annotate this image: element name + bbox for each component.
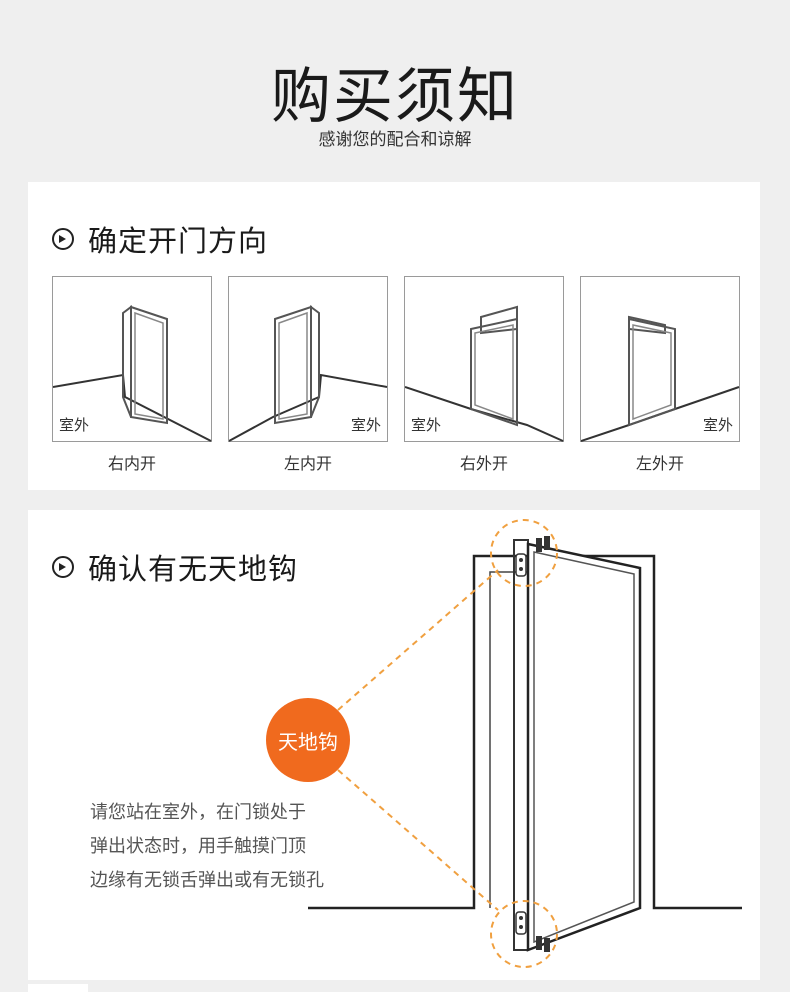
door-hook-illustration [308,519,742,968]
door-diagram-right-outward: 室外 [404,276,564,442]
door-caption: 左外开 [635,454,684,473]
door-drawing [581,315,740,442]
door-diagram-left-inward: 室外 [228,276,388,442]
arrow-circle-icon [52,228,74,250]
next-card-edge [28,984,88,992]
note-line: 弹出状态时，用手触摸门顶 [90,836,306,857]
door-diagram-left-outward: 室外 [580,276,740,442]
door-drawing [405,305,564,442]
page-subtitle: 感谢您的配合和谅解 [318,130,472,150]
door-direction-card: 确定开门方向 室外 右内开 室外 左内开 室外 右外开 [28,182,760,490]
door-caption: 右内开 [107,454,156,473]
section-title-direction: 确定开门方向 [88,224,269,258]
outside-label: 室外 [350,416,381,434]
outside-label: 室外 [702,416,733,434]
section-heading-direction: 确定开门方向 [52,218,268,260]
floor-hook-card: 确认有无天地钩 天地钩 请您站在室外，在门锁处于 弹出状态时，用手触摸门顶 边缘… [28,510,760,980]
door-caption: 右外开 [459,454,508,473]
hook-check-instructions: 请您站在室外，在门锁处于 弹出状态时，用手触摸门顶 边缘有无锁舌弹出或有无锁孔 [90,796,390,898]
outside-label: 室外 [59,416,90,434]
note-line: 请您站在室外，在门锁处于 [90,802,306,823]
note-line: 边缘有无锁舌弹出或有无锁孔 [90,870,324,891]
door-caption: 左内开 [283,454,332,473]
arrow-circle-icon [52,556,74,578]
section-heading-hook: 确认有无天地钩 [52,546,298,588]
floor-hook-badge: 天地钩 [266,698,350,782]
page-header: 购买须知 感谢您的配合和谅解 [0,0,790,180]
section-title-hook: 确认有无天地钩 [88,552,299,586]
door-drawing [53,305,212,442]
door-drawing [229,305,388,442]
page-title: 购买须知 [271,62,519,132]
outside-label: 室外 [411,416,442,434]
door-diagram-right-inward: 室外 [52,276,212,442]
